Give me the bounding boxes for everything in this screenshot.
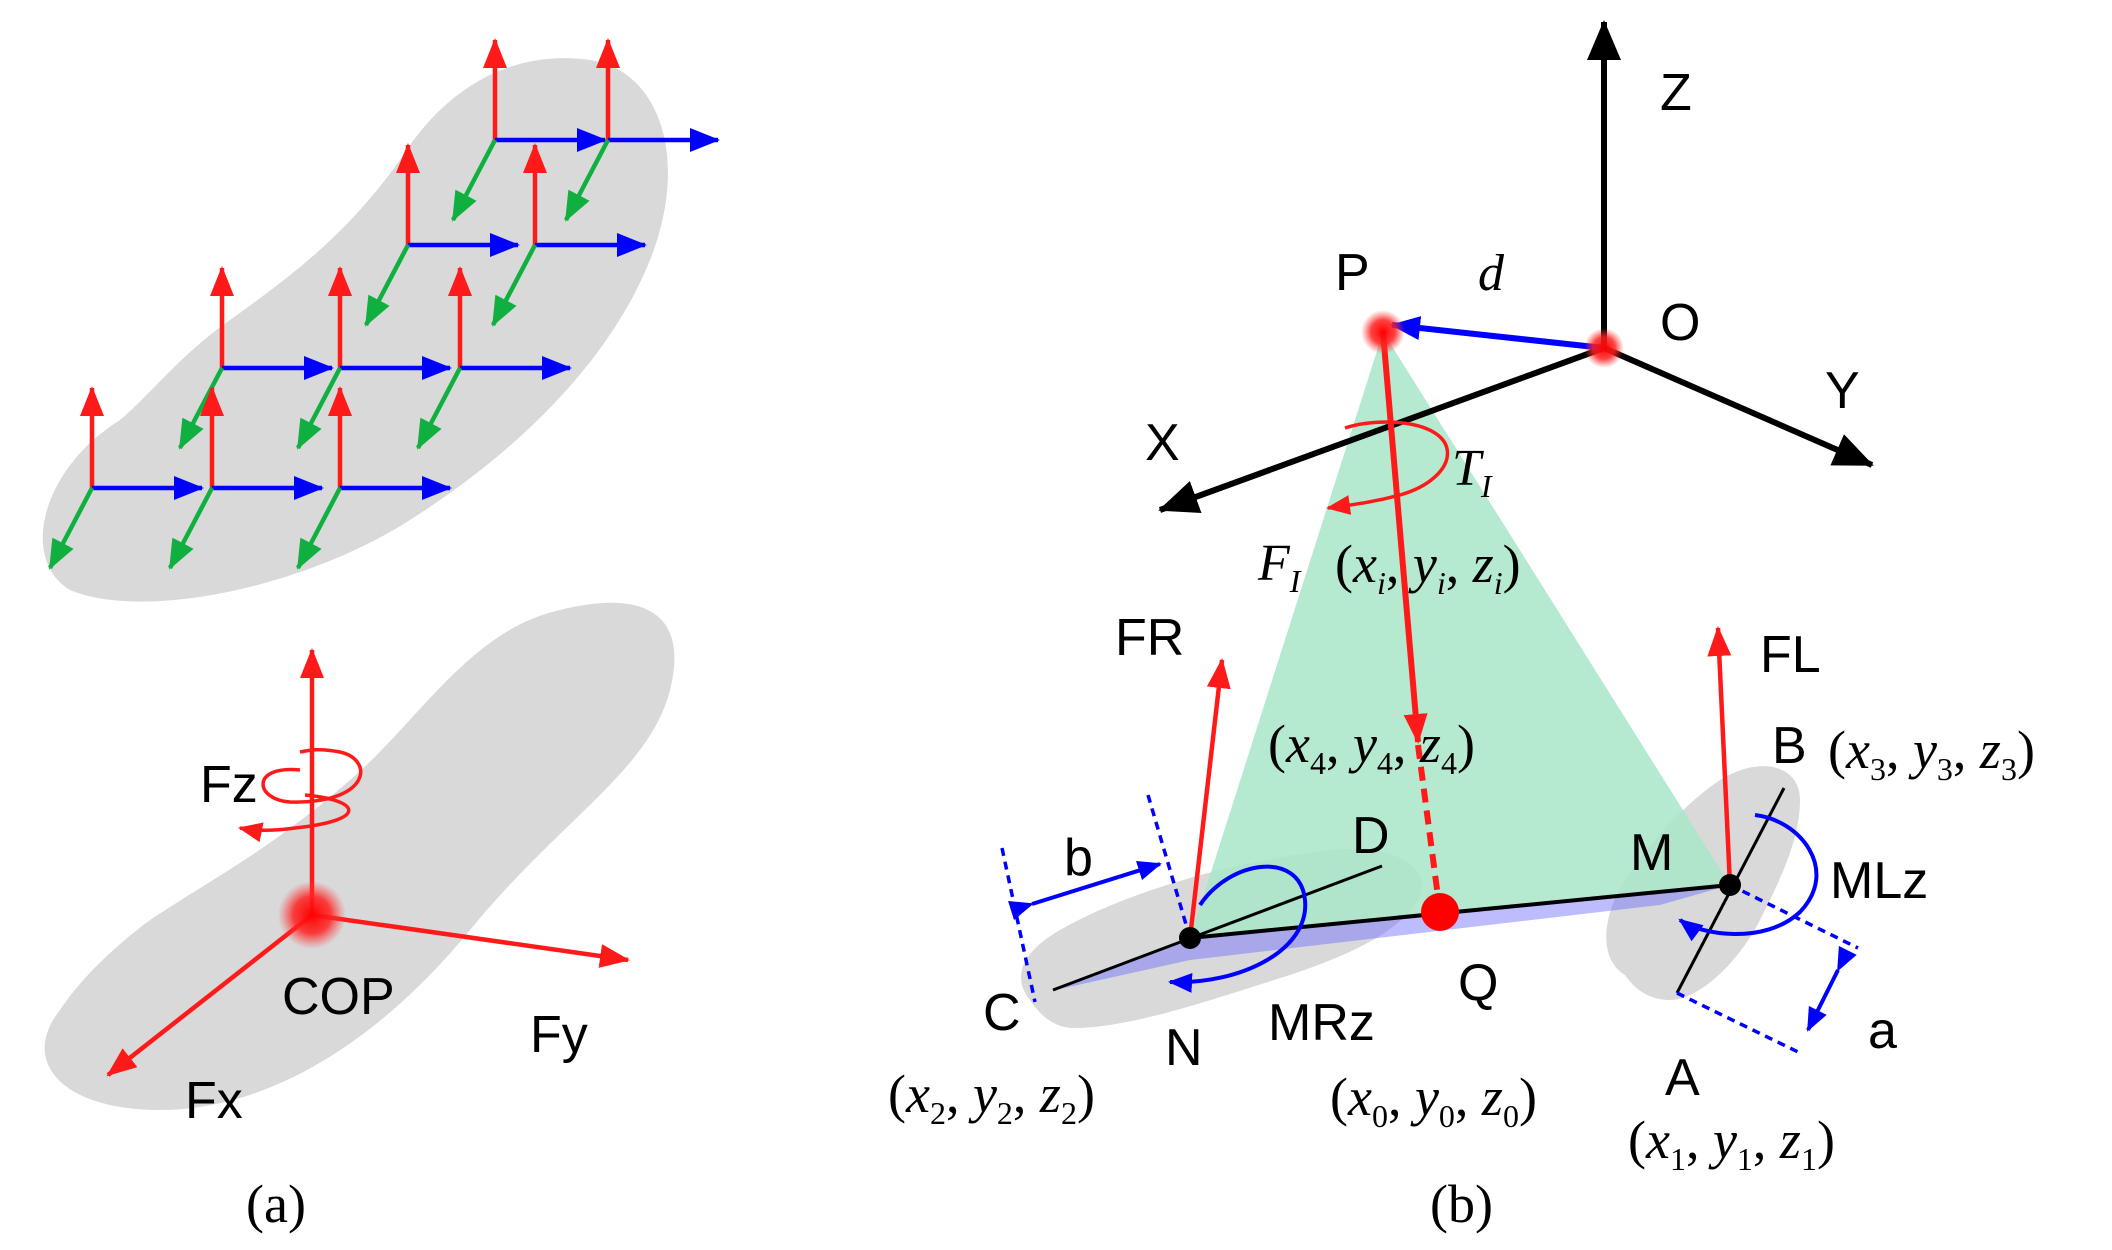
q-point-label: Q <box>1458 954 1498 1012</box>
cop-label: COP <box>282 968 395 1026</box>
point-n <box>1179 927 1201 949</box>
x-axis <box>1158 345 1606 513</box>
caption-a: (a) <box>246 1174 306 1234</box>
fy-label: Fy <box>530 1006 588 1064</box>
fx-arrow <box>106 913 314 1077</box>
foot-distributed-region <box>42 58 668 602</box>
mrz-moment-arrow <box>1168 864 1308 993</box>
coord-1: (x1, y1, z1) <box>1628 1110 1835 1177</box>
triad-x-arrow <box>168 486 214 570</box>
p-label: P <box>1335 244 1370 302</box>
fr-arrow <box>1187 658 1231 939</box>
fi-label: FI <box>1257 535 1302 599</box>
fr-label: FR <box>1115 609 1184 667</box>
c-point-label: C <box>983 984 1021 1042</box>
fi-force-arrow <box>1380 331 1428 744</box>
cop-forces <box>106 648 630 1077</box>
triad-x-arrow <box>416 366 462 450</box>
ti-torque-arrow <box>1326 420 1450 515</box>
fz-label: Fz <box>200 756 258 814</box>
triad-x-arrow <box>491 243 537 327</box>
distributed-force-triads <box>48 38 720 570</box>
fz-moment-arrow <box>261 747 363 804</box>
point-o <box>1584 328 1624 368</box>
d-vector-label: d⃗ <box>1478 245 1544 302</box>
coord-0: (x0, y0, z0) <box>1330 1067 1537 1134</box>
n-point-label: N <box>1165 1019 1203 1077</box>
a-point-label: A <box>1665 1049 1700 1107</box>
z-axis-label: Z <box>1660 64 1692 122</box>
panel-a: Fz COP Fy Fx (a) <box>42 38 720 1234</box>
point-m <box>1719 874 1741 896</box>
point-p <box>1361 310 1405 354</box>
dim-b-dash-1 <box>1000 847 1037 1003</box>
a-dim-label: a <box>1868 1002 1897 1060</box>
triad-x-arrow <box>296 486 342 570</box>
fy-arrow <box>311 912 630 968</box>
origin-label: O <box>1660 294 1700 352</box>
y-axis <box>1602 345 1874 468</box>
caption-b: (b) <box>1430 1174 1493 1234</box>
ti-torque-tail <box>1344 420 1389 430</box>
dim-a-arrow <box>1806 945 1857 1032</box>
base-line-nm <box>1189 883 1731 940</box>
base-shadow <box>1055 885 1730 990</box>
b-dim-label: b <box>1064 829 1093 887</box>
m-point-label: M <box>1630 824 1673 882</box>
dim-b-dash-2 <box>1146 794 1192 939</box>
coord-3: (x3, y3, z3) <box>1828 720 2035 787</box>
fi-dashed-extension <box>1415 744 1443 913</box>
panel-b: Z O Y X P d⃗ TI FI (xi, yi, zi) FR FL (x… <box>888 20 2035 1234</box>
y-axis-label: Y <box>1825 362 1860 420</box>
x-axis-label: X <box>1145 414 1180 472</box>
d-vector <box>1390 316 1605 351</box>
triad-x-arrow <box>451 138 497 222</box>
point-q <box>1421 893 1459 931</box>
fx-label: Fx <box>185 1072 243 1130</box>
cop-point <box>278 881 346 949</box>
support-triangle <box>1190 332 1730 938</box>
mlz-moment-arrow <box>1678 813 1819 942</box>
mlz-label: MLz <box>1830 852 1928 910</box>
triad-x-arrow <box>48 486 94 570</box>
coord-2: (x2, y2, z2) <box>888 1064 1095 1131</box>
triad-x-arrow <box>296 366 342 450</box>
triad-x-arrow <box>364 243 410 327</box>
dim-a-dash-1 <box>1676 991 1799 1054</box>
fl-label: FL <box>1760 626 1821 684</box>
triad-x-arrow <box>564 138 610 222</box>
ti-label: TI <box>1452 440 1493 504</box>
mrz-label: MRz <box>1268 994 1375 1052</box>
d-point-label: D <box>1352 807 1390 865</box>
fz-moment-arrow-tail <box>238 793 351 843</box>
b-point-label: B <box>1772 717 1807 775</box>
fl-arrow <box>1707 626 1733 886</box>
coord-i: (xi, yi, zi) <box>1335 534 1521 601</box>
coord-4: (x4, y4, z4) <box>1268 714 1475 781</box>
foot-cop-region <box>44 602 675 1110</box>
dim-b-arrow <box>1008 861 1162 921</box>
foot-line-cd <box>1052 864 1383 992</box>
